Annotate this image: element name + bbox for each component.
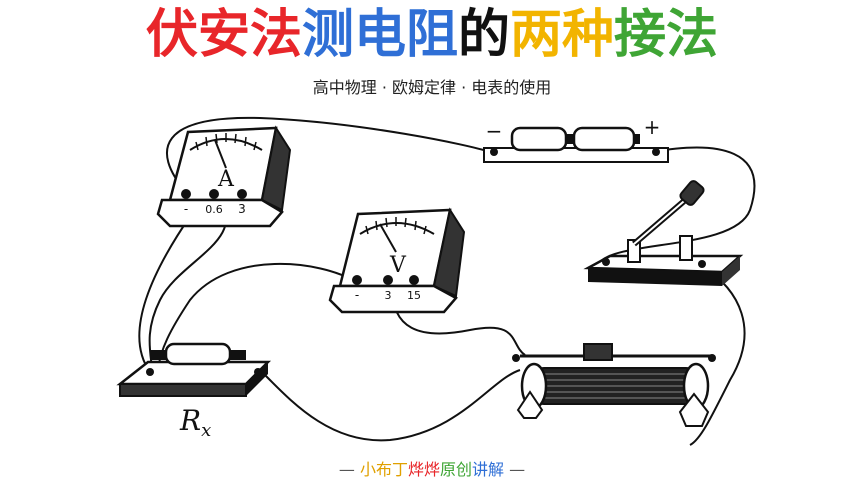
ammeter-terminal-3: 3 — [238, 202, 246, 216]
voltmeter: V - 3 15 — [328, 207, 466, 314]
battery-minus-label: − — [486, 119, 503, 143]
voltmeter-symbol: V — [389, 253, 407, 278]
title-segment-4: 两种 — [510, 5, 615, 65]
wire-ammeter-resistor — [138, 214, 192, 373]
rheostat — [512, 343, 716, 427]
wire-voltmeter-minus — [157, 262, 357, 371]
title-segment-3: 的 — [457, 5, 510, 65]
wire-voltmeter-plus — [390, 281, 526, 356]
footer-segment-2: 烨烨 — [407, 460, 440, 479]
voltmeter-terminal-minus: - — [355, 288, 359, 302]
ammeter-symbol: A — [217, 167, 235, 192]
ammeter-terminal-0-6: 0.6 — [205, 203, 223, 216]
voltmeter-terminal-3: 3 — [385, 289, 392, 302]
footer-segment-1: 小布丁 — [359, 460, 408, 479]
ammeter: A - 0.6 3 — [156, 125, 292, 228]
battery-plus-label: + — [644, 115, 661, 139]
page-subtitle: 高中物理 · 欧姆定律 · 电表的使用 — [312, 78, 552, 97]
resistor-label: Rx — [179, 404, 211, 441]
title-segment-1: 伏安法 — [145, 5, 302, 65]
title-segment-5: 接法 — [614, 5, 719, 65]
switch — [583, 180, 744, 286]
voltmeter-terminal-15: 15 — [407, 289, 421, 302]
footer-dash-right: — — [509, 460, 526, 479]
footer-credit: — 小布丁烨烨原创讲解 — — [0, 456, 864, 480]
wire-battery-minus-ammeter — [166, 116, 491, 193]
page-title: 伏安法测电阻的两种接法 — [0, 4, 864, 66]
wires — [138, 116, 756, 446]
footer-segment-4: 讲解 — [472, 460, 505, 479]
wire-resistor-rheostat — [261, 369, 521, 442]
title-segment-2: 测电阻 — [301, 5, 458, 65]
battery: − + — [483, 115, 669, 163]
footer-segment-3: 原创 — [440, 460, 473, 479]
wire-switch-rheostat — [689, 265, 746, 446]
ammeter-terminal-minus: - — [184, 202, 188, 216]
footer-dash-left: — — [338, 460, 355, 479]
resistor: Rx — [116, 342, 272, 441]
resistor-label-subscript: x — [201, 420, 211, 441]
resistor-label-main: R — [179, 404, 201, 437]
